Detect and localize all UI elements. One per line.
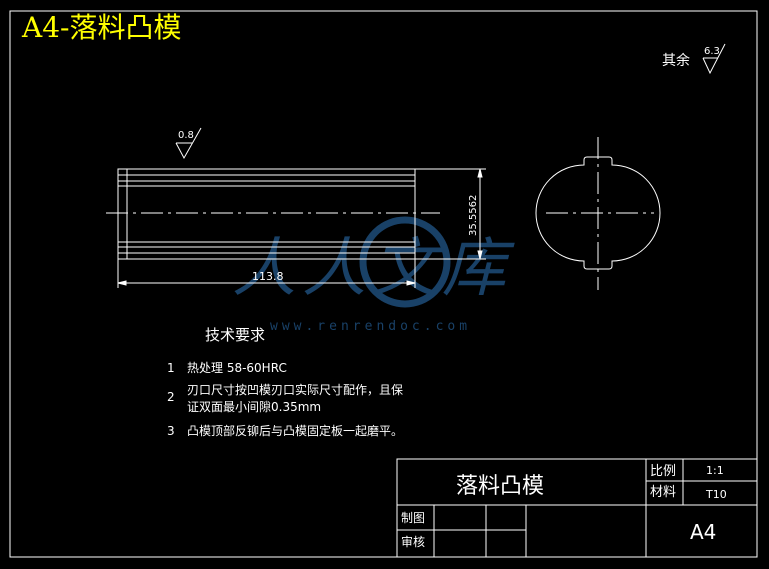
watermark-logo: 人人文库 (232, 232, 515, 306)
punch-side-view (535, 137, 661, 290)
title-block (396, 458, 758, 558)
tech-item-2-line-2: 证双面最小间隙0.35mm (187, 400, 321, 414)
roughness-rest-symbol (702, 43, 726, 75)
punch-front-view (106, 168, 486, 288)
dim-length-arrow-right (406, 280, 416, 286)
dim-height-arrow-bottom (477, 250, 483, 260)
tech-item-1-num: 1 (167, 361, 175, 375)
dim-height-arrow-top (477, 168, 483, 178)
tb-scale-label: 比例 (650, 464, 676, 479)
roughness-face-value: 0.8 (178, 130, 194, 141)
tb-material-value: T10 (705, 488, 727, 501)
punch-outline (117, 168, 416, 260)
tb-check-label: 审核 (401, 534, 425, 549)
dim-length-text: 113.8 (252, 270, 284, 283)
tb-drawn-label: 制图 (401, 511, 425, 525)
dim-height-text: 35.5562 (468, 195, 479, 236)
tech-item-3-num: 3 (167, 424, 175, 438)
roughness-rest-value: 6.3 (704, 46, 720, 57)
tb-scale-value: 1:1 (706, 464, 724, 477)
roughness-rest-label: 其余 (662, 52, 690, 69)
dim-length-arrow-left (117, 280, 127, 286)
punch-profile (535, 156, 661, 270)
tb-material-label: 材料 (650, 485, 676, 500)
roughness-rest: 其余 6.3 (662, 43, 726, 75)
watermark: 人人文库 www.renrendoc.com (232, 216, 515, 334)
tech-item-2-num: 2 (167, 390, 175, 404)
watermark-url: www.renrendoc.com (270, 319, 471, 334)
tech-item-3-line-1: 凸模顶部反铆后与凸模固定板一起磨平。 (187, 423, 403, 438)
tech-item-1-line-1: 热处理 58-60HRC (187, 361, 287, 375)
tech-item-2-line-1: 刃口尺寸按凹模刃口实际尺寸配作，且保 (187, 382, 403, 397)
drawing-title: A4-落料凸模 (22, 11, 182, 44)
roughness-face-symbol (175, 127, 202, 160)
title-block-frame (396, 458, 758, 558)
drawing-border (9, 10, 758, 558)
watermark-circle (359, 216, 451, 308)
tb-sheet: A4 (690, 520, 716, 544)
tech-requirements: 技术要求 1 热处理 58-60HRC 2 刃口尺寸按凹模刃口实际尺寸配作，且保… (167, 326, 403, 438)
tb-name: 落料凸模 (456, 474, 544, 499)
roughness-face: 0.8 (175, 127, 202, 160)
tech-heading: 技术要求 (205, 326, 265, 344)
